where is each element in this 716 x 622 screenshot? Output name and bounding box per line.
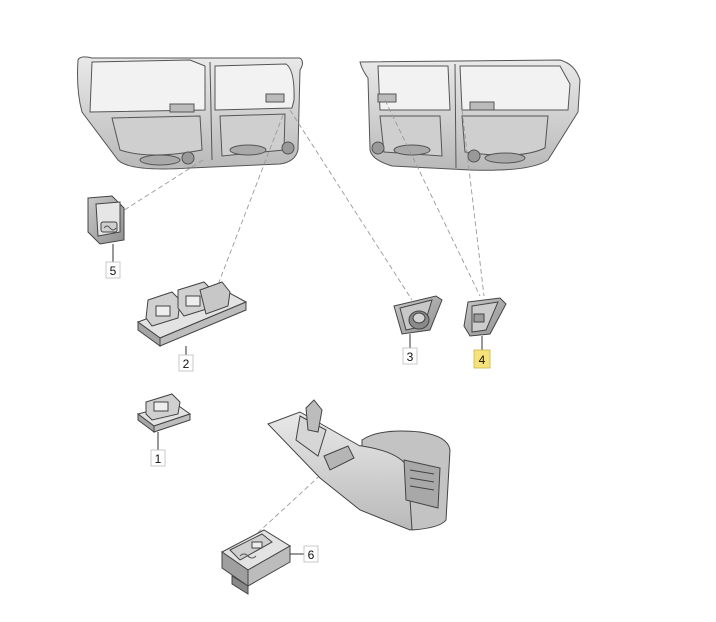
- part-2-window-switch-block: [136, 281, 248, 355]
- callout-5-text: 5: [110, 264, 117, 278]
- callout-6: 6: [303, 545, 319, 563]
- callout-2: 2: [178, 354, 194, 372]
- callout-5: 5: [105, 261, 121, 279]
- left-door-illustration: [77, 56, 303, 170]
- center-console: [267, 399, 451, 531]
- part-1-single-switch: [136, 393, 192, 450]
- part-5-switch: [87, 195, 125, 262]
- callout-1: 1: [150, 449, 166, 467]
- callout-6-text: 6: [308, 548, 315, 562]
- callout-3: 3: [402, 347, 418, 365]
- callout-3-text: 3: [407, 350, 414, 364]
- right-door-illustration: [359, 59, 581, 171]
- callout-4: 4: [473, 349, 491, 369]
- callout-2-text: 2: [183, 357, 190, 371]
- callout-1-text: 1: [155, 452, 162, 466]
- part-4-switch: [463, 297, 507, 350]
- callout-4-text: 4: [479, 353, 486, 367]
- leader-lines: [117, 99, 485, 541]
- part-3-mirror-switch: [393, 295, 443, 348]
- part-6-seat-heating-switch: [221, 529, 304, 595]
